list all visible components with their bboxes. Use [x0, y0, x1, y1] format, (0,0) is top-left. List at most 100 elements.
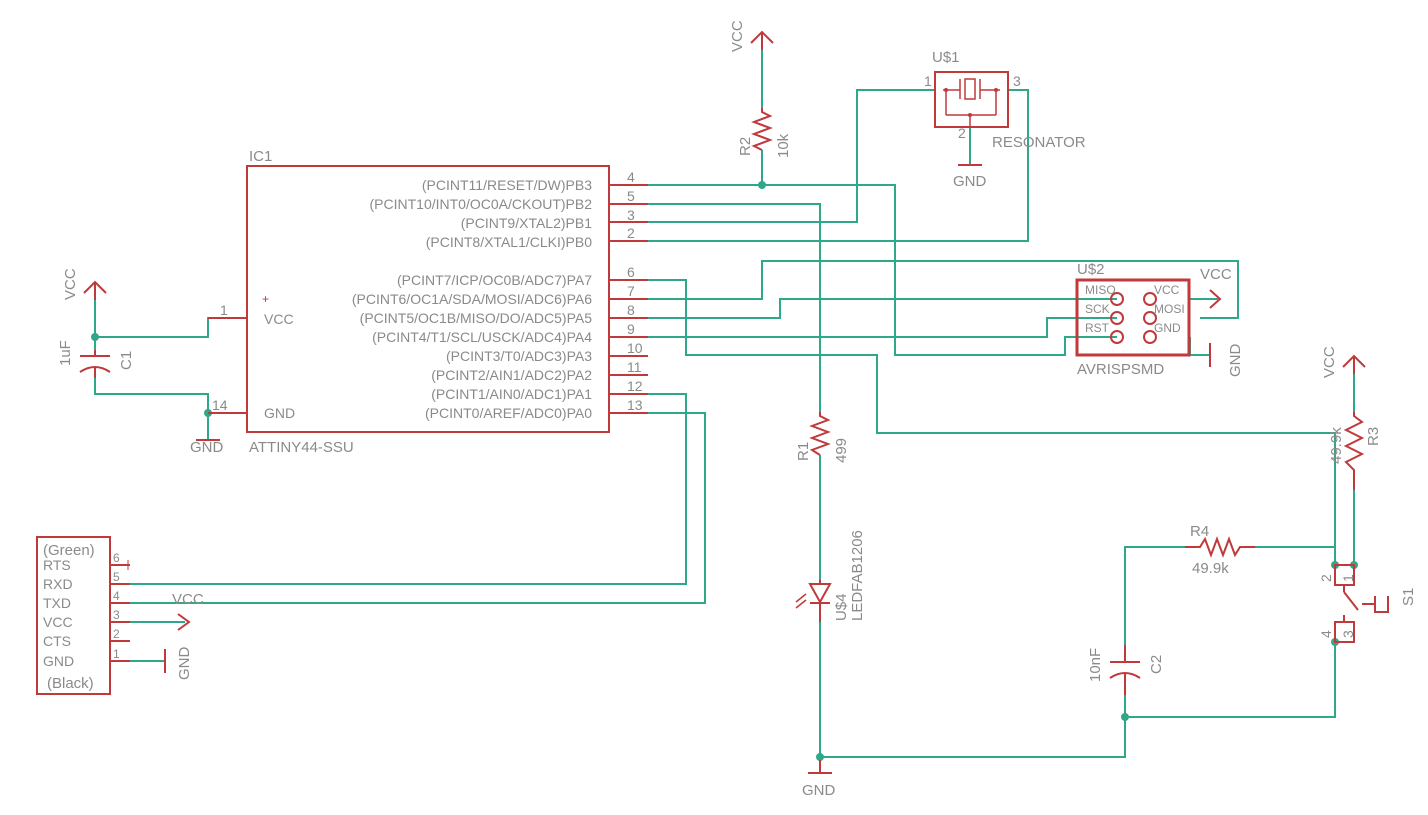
ic1-pin-number: 3 — [627, 207, 635, 223]
vcc-label: VCC — [1321, 346, 1338, 378]
ic1-pin-number: 4 — [627, 169, 635, 185]
r2-name: R2 — [737, 137, 754, 156]
resistor-r3[interactable]: R3 49.9k — [1328, 412, 1382, 490]
c2-name: C2 — [1148, 655, 1165, 674]
resistor-r4[interactable]: R4 49.9k — [1185, 523, 1255, 577]
ftdi-pin-label: TXD — [43, 595, 71, 611]
avrisp-value: AVRISPSMD — [1077, 361, 1164, 378]
ic1-pin-label: (PCINT8/XTAL1/CLKI)PB0 — [426, 234, 592, 250]
ic1-pin-number: 10 — [627, 340, 643, 356]
ftdi-pin-lines — [110, 564, 130, 662]
r1-value: 499 — [833, 438, 850, 463]
ic1-attiny44[interactable]: IC1 ATTINY44-SSU 1 14 VCC GND + (PCINT11… — [208, 148, 648, 456]
junction-gnd-bus — [816, 753, 824, 761]
ftdi-pin-label: VCC — [43, 614, 73, 630]
resonator-dot — [944, 88, 948, 92]
avrisp-pin-label: SCK — [1085, 302, 1110, 316]
wire-pa1 — [110, 393, 687, 585]
r4-zigzag — [1185, 536, 1255, 558]
resonator-u1[interactable]: U$1 RESONATOR 1 2 3 — [924, 49, 1086, 151]
resonator-crystal — [964, 78, 976, 100]
wire-c2-switch — [1125, 642, 1336, 718]
avrisp-header-u2[interactable]: MISO SCK RST VCC MOSI GND U$2 AVRISPSMD — [1075, 261, 1191, 378]
r2-zigzag — [751, 108, 773, 151]
ic1-pin-gnd-num: 14 — [212, 397, 228, 413]
ic1-pin-numbers: 4 5 3 2 6 7 8 9 10 11 12 13 — [627, 169, 643, 413]
gnd-label: GND — [953, 173, 987, 190]
avrisp-pad — [1143, 311, 1157, 325]
r1-zigzag — [809, 412, 831, 456]
ic1-pin-label: (PCINT5/OC1B/MISO/DO/ADC5)PA5 — [360, 310, 593, 326]
c1-value: 1uF — [57, 340, 74, 366]
r3-value: 49.9k — [1328, 427, 1345, 464]
wire-pa6 — [648, 260, 1239, 319]
ic1-right-pins — [609, 184, 648, 414]
vcc-symbol-ftdi: VCC — [172, 591, 204, 631]
led-u4[interactable]: U$4 LEDFAB1206 — [795, 530, 866, 622]
gnd-label: GND — [190, 439, 224, 456]
ic1-pin-label: (PCINT4/T1/SCL/USCK/ADC4)PA4 — [372, 329, 592, 345]
ftdi-header[interactable]: (Green) (Black) RTS RXD TXD VCC CTS GND … — [36, 536, 130, 695]
vcc-symbol-r3: VCC — [1321, 346, 1366, 378]
r3-name: R3 — [1365, 427, 1382, 446]
ic1-pin-label: (PCINT6/OC1A/SDA/MOSI/ADC6)PA6 — [352, 291, 592, 307]
ic1-pin-number: 11 — [627, 359, 642, 375]
led-name: U$4 — [833, 593, 850, 621]
resistor-r1[interactable]: R1 499 — [795, 412, 850, 463]
avrisp-pin-label: MISO — [1085, 283, 1116, 297]
ic1-pin-number: 9 — [627, 321, 635, 337]
ic1-pin-vcc-num: 1 — [220, 302, 228, 318]
ftdi-pin-label: RXD — [43, 576, 73, 592]
ic1-pin-label: (PCINT11/RESET/DW)PB3 — [422, 177, 592, 193]
resistor-r2[interactable]: R2 10k — [737, 108, 792, 158]
ic1-pin-number: 5 — [627, 188, 635, 204]
c1-name: C1 — [118, 351, 135, 370]
vcc-label: VCC — [1200, 266, 1232, 283]
c2-value: 10nF — [1087, 648, 1104, 682]
r4-name: R4 — [1190, 523, 1209, 540]
vcc-symbol-c1: VCC — [62, 268, 107, 300]
ic1-value: ATTINY44-SSU — [249, 439, 354, 456]
switch-pin-1: 1 — [1340, 574, 1356, 582]
ic1-pin-number: 12 — [627, 378, 643, 394]
ic1-name: IC1 — [249, 148, 272, 165]
resonator-value: RESONATOR — [992, 134, 1086, 151]
junction-c1-vcc — [91, 333, 99, 341]
gnd-label: GND — [1227, 344, 1244, 378]
avrisp-pad — [1143, 292, 1157, 306]
ftdi-bottom-label: (Black) — [47, 675, 94, 692]
switch-name: S1 — [1400, 588, 1417, 606]
ftdi-pin-number: 6 — [113, 551, 120, 565]
led-ray-2 — [795, 599, 807, 609]
resonator-name: U$1 — [932, 49, 960, 66]
vcc-arrow — [83, 280, 107, 294]
switch-s1[interactable]: 1 2 3 4 S1 — [1318, 564, 1417, 643]
led-triangle — [808, 583, 832, 605]
junction-c2-bottom — [1121, 713, 1129, 721]
ftdi-top-label: (Green) — [43, 542, 95, 559]
ic1-pin-label: (PCINT2/AIN1/ADC2)PA2 — [431, 367, 592, 383]
wire-pa4 — [648, 317, 1117, 338]
ftdi-body — [36, 536, 111, 695]
switch-pin-2: 2 — [1318, 574, 1334, 582]
vcc-symbol-isp: VCC — [1200, 266, 1232, 309]
resonator-dot — [994, 88, 998, 92]
vcc-symbol-r2: VCC — [729, 20, 774, 52]
wire-pa0 — [110, 412, 706, 604]
r1-name: R1 — [795, 442, 812, 461]
r3-zigzag — [1343, 412, 1365, 490]
ic1-pin-label: (PCINT7/ICP/OC0B/ADC7)PA7 — [397, 272, 592, 288]
avrisp-pin-label: VCC — [1154, 283, 1180, 297]
ftdi-pin-label: RTS — [43, 557, 71, 573]
wire-pb1 — [648, 89, 935, 223]
capacitor-c1[interactable]: C1 1uF — [57, 340, 135, 378]
switch-pin-3: 3 — [1340, 630, 1356, 638]
capacitor-c2[interactable]: C2 10nF — [1087, 645, 1165, 695]
ic1-pin-number: 7 — [627, 283, 635, 299]
wire-gnd-bus — [820, 695, 1126, 758]
vcc-arrow — [750, 30, 774, 44]
vcc-arrow — [177, 613, 191, 631]
ic1-pin-number: 2 — [627, 225, 635, 241]
avrisp-pad — [1110, 292, 1124, 306]
